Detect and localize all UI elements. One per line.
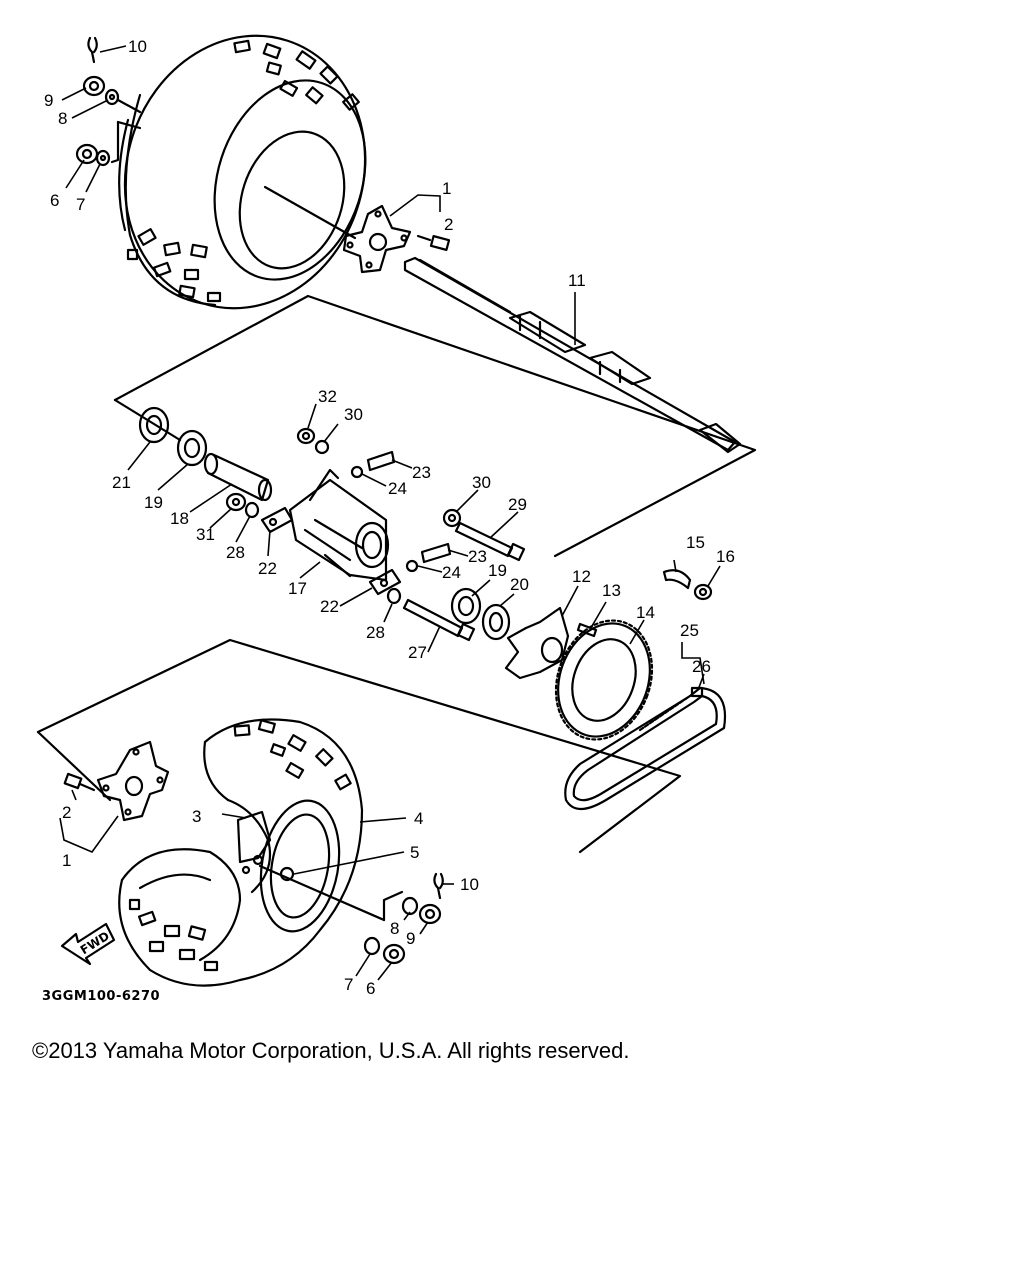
bearing-21 <box>138 406 170 444</box>
callout: 26 <box>692 657 711 676</box>
callout: 1 <box>62 851 71 870</box>
middle-plane <box>113 294 757 558</box>
bearing-19-right <box>450 587 482 625</box>
spacer-18 <box>203 452 273 502</box>
bracket-6-7-top <box>116 120 142 130</box>
callout: 32 <box>318 387 337 406</box>
leader-lines <box>59 45 721 981</box>
lower-fasteners <box>363 872 444 965</box>
callout: 3 <box>192 807 201 826</box>
bolt-27 <box>402 598 476 642</box>
callout: 12 <box>572 567 591 586</box>
upper-hub <box>342 204 412 274</box>
callout: 30 <box>472 473 491 492</box>
axle-housing <box>288 468 390 582</box>
callout: 29 <box>508 495 527 514</box>
rear-axle <box>403 256 742 454</box>
drawing-code: 3GGM100-6270 <box>42 989 160 1004</box>
callout: 8 <box>58 109 67 128</box>
callout: 6 <box>50 191 59 210</box>
callout: 2 <box>62 803 71 822</box>
sprocket-hub <box>504 606 570 680</box>
callout: 23 <box>412 463 431 482</box>
callout: 13 <box>602 581 621 600</box>
callout: 27 <box>408 643 427 662</box>
washer-28 <box>386 587 402 605</box>
nut-31 <box>225 492 260 519</box>
callout: 9 <box>406 929 415 948</box>
callout: 9 <box>44 91 53 110</box>
callout: 5 <box>410 843 419 862</box>
callout: 2 <box>444 215 453 234</box>
upper-rim-leader <box>263 185 357 240</box>
callout: 24 <box>388 479 407 498</box>
callout: 30 <box>344 405 363 424</box>
hub-bolt-lower <box>63 772 96 792</box>
parts-diagram: 10 9 8 6 7 1 2 11 32 30 21 19 18 31 28 2… <box>36 34 757 1004</box>
rim-cutouts <box>236 810 272 875</box>
callout: 28 <box>366 623 385 642</box>
callout: 10 <box>128 37 147 56</box>
callout: 14 <box>636 603 655 622</box>
callout: 7 <box>344 975 353 994</box>
callout: 20 <box>510 575 529 594</box>
master-link <box>690 686 704 698</box>
bearing-19-left <box>176 429 208 467</box>
seal-20 <box>481 603 511 641</box>
upper-tire <box>118 34 367 310</box>
callout: 22 <box>320 597 339 616</box>
clamp-22-left <box>260 506 294 534</box>
bolt-29 <box>454 521 526 562</box>
bracket-6-7 <box>110 120 120 164</box>
hub-bolt <box>416 234 451 252</box>
callout: 16 <box>716 547 735 566</box>
callout: 10 <box>460 875 479 894</box>
callout: 1 <box>442 179 451 198</box>
lower-tire <box>118 718 364 987</box>
callout: 21 <box>112 473 131 492</box>
fwd-arrow-icon <box>60 922 116 966</box>
callout: 8 <box>390 919 399 938</box>
lower-plane <box>36 638 682 854</box>
washer-30 <box>442 508 462 528</box>
callout: 23 <box>468 547 487 566</box>
leader-8 <box>116 98 142 114</box>
callout: 19 <box>488 561 507 580</box>
callout: 7 <box>76 195 85 214</box>
callout: 28 <box>226 543 245 562</box>
nut-32 <box>296 427 330 455</box>
clamp-22-right <box>368 568 402 596</box>
callout: 31 <box>196 525 215 544</box>
callout-labels: 10 9 8 6 7 1 2 11 32 30 21 19 18 31 28 2… <box>44 37 735 998</box>
callout: 4 <box>414 809 423 828</box>
callout: 22 <box>258 559 277 578</box>
sprocket <box>554 619 654 741</box>
callout: 17 <box>288 579 307 598</box>
bolt-23-upper <box>350 450 396 479</box>
callout: 24 <box>442 563 461 582</box>
callout: 19 <box>144 493 163 512</box>
chain-guide <box>662 569 713 601</box>
upper-fasteners <box>75 36 120 167</box>
copyright-notice: ©2013 Yamaha Motor Corporation, U.S.A. A… <box>32 1038 630 1063</box>
leader-lower-axle <box>258 864 386 922</box>
callout: 15 <box>686 533 705 552</box>
callout: 25 <box>680 621 699 640</box>
callout: 11 <box>568 271 586 290</box>
bracket-lower <box>382 890 404 922</box>
callout: 6 <box>366 979 375 998</box>
bolt-23-lower <box>405 542 452 573</box>
drive-chain <box>564 686 727 811</box>
callout: 18 <box>170 509 189 528</box>
lower-hub <box>96 740 170 822</box>
